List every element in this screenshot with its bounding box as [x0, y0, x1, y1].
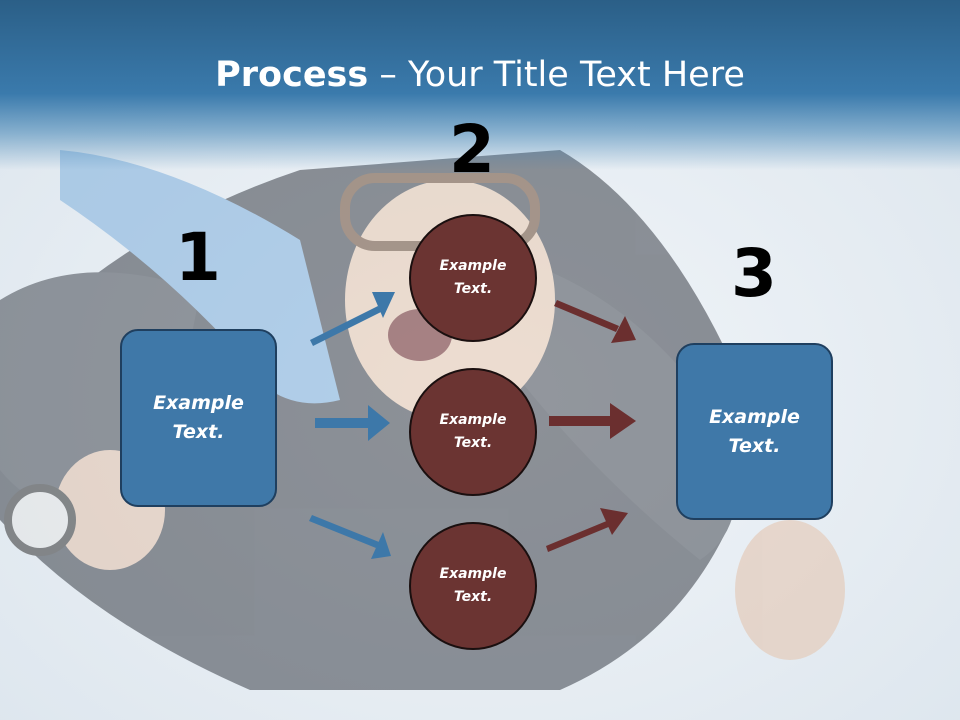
- process-box-left-text: Example Text.: [153, 392, 244, 443]
- slide-title: Process – Your Title Text Here: [0, 52, 960, 98]
- process-circle-bottom-text: Example Text.: [439, 566, 507, 605]
- arrow-middle-to-right: [549, 403, 636, 439]
- step-number-2: 2: [449, 111, 495, 188]
- step-number-1: 1: [175, 219, 221, 296]
- process-box-left: Example Text.: [120, 329, 277, 507]
- process-circle-middle: Example Text.: [409, 368, 537, 496]
- slide-title-rest: – Your Title Text Here: [368, 55, 745, 95]
- arrow-left-to-top: [310, 292, 395, 346]
- process-box-right-text: Example Text.: [709, 405, 800, 457]
- process-circle-top-text: Example Text.: [439, 258, 507, 297]
- arrow-top-to-right: [554, 300, 636, 343]
- process-circle-bottom: Example Text.: [409, 522, 537, 650]
- process-circle-top: Example Text.: [409, 214, 537, 342]
- arrow-left-to-bottom: [309, 515, 391, 559]
- slide-title-bold: Process: [215, 55, 369, 95]
- process-box-right: Example Text.: [676, 343, 833, 520]
- title-banner: [0, 0, 960, 170]
- arrow-bottom-to-right: [546, 508, 628, 552]
- step-number-3: 3: [731, 235, 777, 312]
- process-circle-middle-text: Example Text.: [439, 412, 507, 451]
- arrow-left-to-middle: [315, 405, 390, 441]
